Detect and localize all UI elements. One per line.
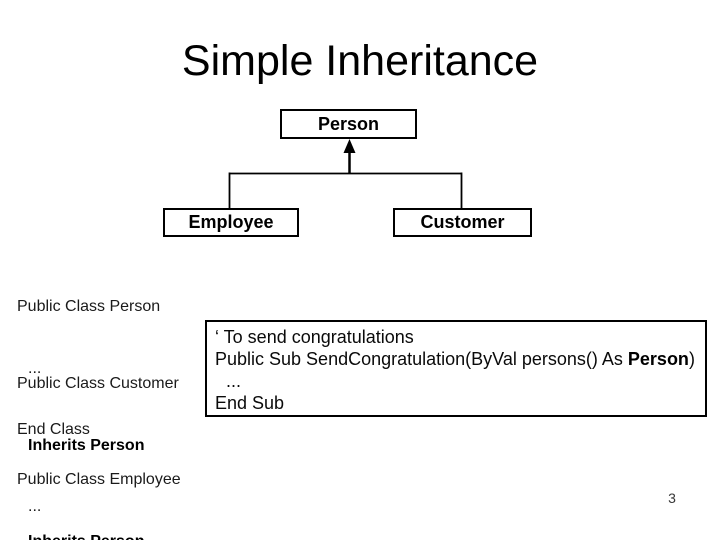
signature-suffix: )	[688, 349, 695, 369]
diagram-node-person-label: Person	[317, 113, 380, 134]
code-line-open: Public Class Person	[17, 298, 161, 315]
code-line-ellipsis: ...	[28, 498, 42, 515]
send-congratulation-code-box: ‘ To send congratulations Public Sub Sen…	[205, 320, 707, 417]
code-block-employee-class: Public Class Employee Inherits Person ..…	[17, 429, 181, 540]
code-block-person-class: Public Class Person ... End Class	[17, 256, 160, 482]
code-line-close: End Sub	[215, 393, 285, 413]
code-line-inherits: Inherits Person	[17, 532, 181, 540]
page-title: Simple Inheritance	[181, 37, 539, 85]
code-line-close: End Class	[17, 421, 90, 438]
diagram-node-customer: Customer	[393, 208, 532, 237]
code-line-inherits: Inherits Person	[28, 436, 145, 454]
signature-type: Person	[627, 349, 689, 369]
signature-prefix: Public Sub SendCongratulation(ByVal pers…	[215, 349, 628, 369]
code-line-ellipsis: ...	[28, 359, 42, 377]
code-line-open: Public Class Customer	[17, 375, 179, 392]
arrow-head-icon	[343, 139, 356, 153]
diagram-node-person: Person	[280, 109, 417, 139]
slide-page-number: 3	[668, 490, 676, 506]
diagram-node-employee-label: Employee	[188, 212, 274, 232]
code-line-ellipsis: ...	[226, 371, 242, 391]
code-line-open: Public Class Employee	[17, 471, 181, 488]
diagram-node-employee: Employee	[163, 208, 299, 237]
code-line-comment: ‘ To send congratulations	[215, 327, 414, 347]
code-block-customer-class: Public Class Customer Inherits Person ..…	[17, 333, 179, 540]
code-line-signature: Public Sub SendCongratulation(ByVal pers…	[215, 348, 705, 370]
diagram-node-customer-label: Customer	[420, 212, 505, 232]
